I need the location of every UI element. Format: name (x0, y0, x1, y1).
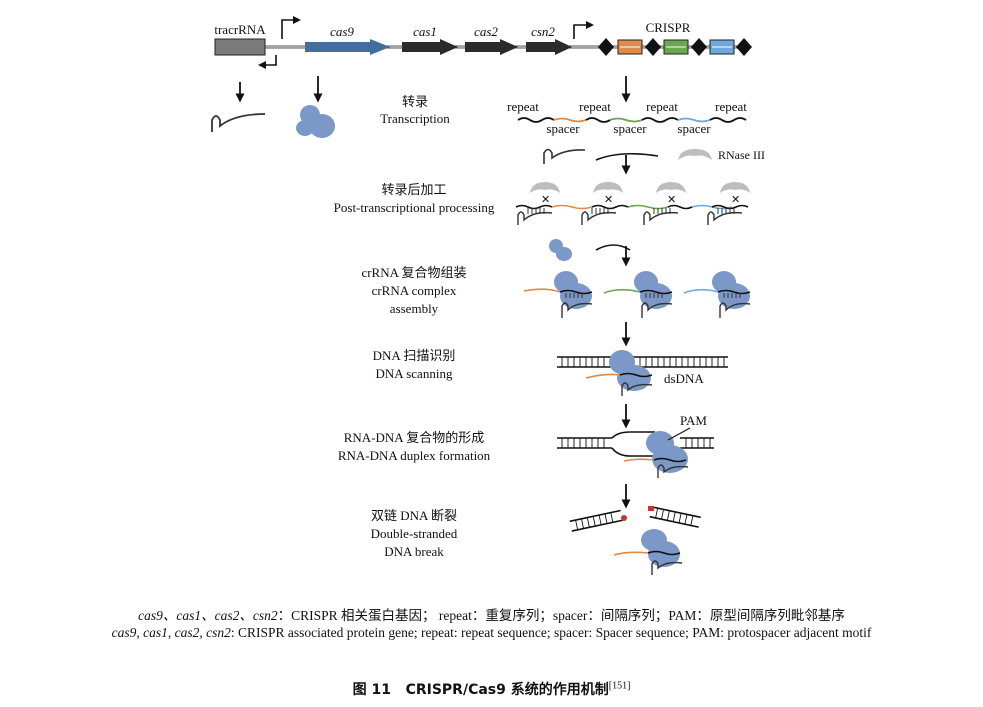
cas9-protein (641, 529, 680, 567)
step-label-zh: DNA 扫描识别 (373, 348, 456, 363)
step-label-en: crRNA complex (372, 283, 457, 298)
tracr-promoter-icon (281, 16, 301, 39)
step-label-en: DNA scanning (376, 366, 453, 381)
legend-zh: cas9、cas1、cas2、csn2：CRISPR 相关蛋白基因； repea… (0, 604, 983, 624)
cas9-protein (549, 239, 572, 261)
pam-label: PAM (680, 413, 707, 428)
cas1-label: cas1 (413, 24, 437, 39)
repeat-label: repeat (715, 99, 747, 114)
step-label-zh: 转录后加工 (381, 182, 446, 197)
rnase-iii-icon (678, 149, 712, 160)
reverse-promoter-icon (258, 55, 277, 69)
base-pair-ticks (527, 208, 735, 214)
svg-text:✕: ✕ (541, 193, 550, 206)
step-label-zh: crRNA 复合物组装 (361, 265, 466, 280)
csn2-gene (526, 39, 572, 55)
crrna-complex (523, 271, 593, 318)
repeat-label: repeat (646, 99, 678, 114)
crispr-promoter-icon (573, 21, 594, 39)
rnase-label: RNase III (718, 148, 765, 162)
tracrrna-hairpin (517, 211, 743, 225)
transcription-stage: 转录 Transcription repeat repeat repeat re… (211, 94, 747, 138)
repeat-label: repeat (579, 99, 611, 114)
assembly-stage: crRNA 复合物组装 crRNA complex assembly (361, 239, 751, 318)
cleaved-dna-left (569, 509, 627, 532)
spacer-label: spacer (613, 121, 647, 136)
step-label-en: RNA-DNA duplex formation (338, 448, 491, 463)
dsdna-helix (557, 356, 728, 368)
step-label-en: Double-stranded (371, 526, 458, 541)
step-label-zh: RNA-DNA 复合物的形成 (344, 430, 484, 445)
cas9-label: cas9 (330, 24, 354, 39)
crrna-complex (603, 271, 673, 318)
figure-reference: [151] (608, 680, 631, 692)
pam-pointer (667, 427, 691, 441)
step-label-en: Transcription (380, 111, 450, 126)
step-label-zh: 双链 DNA 断裂 (371, 508, 457, 523)
svg-text:✕: ✕ (667, 193, 676, 206)
scissors-icon: ✕ ✕ ✕ ✕ (541, 193, 740, 206)
svg-text:✕: ✕ (731, 193, 740, 206)
crrna-complex (683, 271, 751, 318)
cleaved-dna-right (648, 506, 701, 528)
legend-text-en: : CRISPR associated protein gene; repeat… (230, 625, 872, 640)
rnase-iii-icon (530, 182, 750, 193)
legend-text-zh: ：CRISPR 相关蛋白基因； repeat：重复序列；spacer：间隔序列；… (277, 608, 845, 623)
tracrrna-gene (214, 38, 266, 56)
cas1-gene (402, 39, 458, 55)
legend-genes-zh: cas9、cas1、cas2、csn2 (138, 608, 278, 623)
crispr-label: CRISPR (646, 20, 691, 35)
dsb-stage: 双链 DNA 断裂 Double-stranded DNA break (371, 506, 701, 575)
figure-caption: 图 11 CRISPR/Cas9 系统的作用机制[151] (0, 679, 983, 699)
figure-title: CRISPR/Cas9 系统的作用机制 (405, 682, 609, 698)
svg-text:✕: ✕ (604, 193, 613, 206)
figure-number: 图 11 (352, 682, 391, 698)
step-label-zh: 转录 (402, 94, 428, 109)
crispr-array (598, 38, 752, 56)
tracrrna-label: tracrRNA (214, 22, 266, 37)
duplex-stage: RNA-DNA 复合物的形成 RNA-DNA duplex formation … (338, 413, 714, 478)
spacer-label: spacer (677, 121, 711, 136)
cas9-protein (296, 105, 335, 138)
cas2-label: cas2 (474, 24, 498, 39)
legend-en: cas9, cas1, cas2, csn2: CRISPR associate… (0, 625, 983, 641)
spacer-label: spacer (546, 121, 580, 136)
dsdna-helix (557, 431, 714, 457)
pre-crrna (517, 117, 747, 123)
tracrrna-transcript (211, 113, 266, 132)
legend-genes-en: cas9, cas1, cas2, csn2 (111, 625, 231, 640)
step-label-en: DNA break (384, 544, 444, 559)
step-label-en: Post-transcriptional processing (334, 200, 495, 215)
step-label-en: assembly (390, 301, 439, 316)
repeat-label: repeat (507, 99, 539, 114)
dsdna-label: dsDNA (664, 371, 704, 386)
cas2-gene (465, 39, 518, 55)
gene-locus: tracrRNA cas9 cas1 cas2 csn2 CRISPR (214, 16, 752, 69)
csn2-label: csn2 (531, 24, 555, 39)
processing-stage: RNase III 转录后加工 Post-transcriptional pro… (334, 148, 765, 225)
scanning-stage: DNA 扫描识别 DNA scanning dsDNA (373, 348, 728, 396)
cas9-gene (305, 39, 390, 55)
